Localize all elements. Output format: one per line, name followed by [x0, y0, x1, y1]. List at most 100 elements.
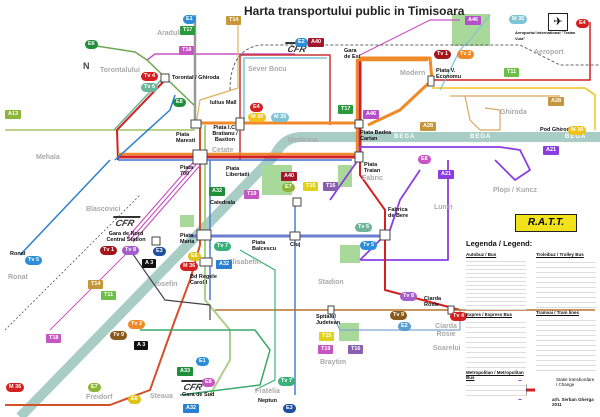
station-label[interactable]: Piata 700 [180, 165, 194, 177]
route-badge[interactable]: Tv 5 [360, 241, 378, 250]
route-badge[interactable]: E2 [398, 322, 411, 331]
interchange-bratianu[interactable] [235, 117, 245, 131]
route-badge[interactable]: Tv 4 [450, 312, 468, 321]
route-badge[interactable]: T16 [348, 345, 364, 354]
route-badge[interactable]: E6 [85, 40, 98, 49]
station-label[interactable]: Pod Ghiroda [540, 127, 573, 133]
route-badge[interactable]: M 36 [6, 383, 25, 392]
station-label[interactable]: Spitalul Judetean [316, 314, 341, 326]
route-badge[interactable]: A32 [183, 404, 200, 413]
route-badge[interactable]: E8 [418, 155, 431, 164]
route-badge[interactable]: M 36 [180, 262, 199, 271]
station-label[interactable]: Gara de Est [344, 48, 361, 60]
station-label[interactable]: Piata I.C. Bratianu / Bastion [212, 125, 238, 143]
route-badge[interactable]: Tv 2 [128, 320, 146, 329]
route-badge[interactable]: E4 [576, 19, 589, 28]
route-badge[interactable]: A46 [363, 110, 380, 119]
interchange-traian[interactable] [354, 151, 364, 163]
interchange-maresti[interactable] [190, 119, 202, 129]
route-badge[interactable]: T17 [338, 105, 354, 114]
interchange-maria[interactable] [196, 229, 212, 241]
station-label[interactable]: Fabrica de Bere [388, 207, 409, 219]
route-badge[interactable]: A32 [216, 260, 233, 269]
route-badge[interactable]: A40 [281, 172, 298, 181]
route-badge[interactable]: T15 [319, 332, 335, 341]
route-badge[interactable]: Tv 8 [400, 292, 418, 301]
route-badge[interactable]: Tv 7 [278, 377, 296, 386]
station-label[interactable]: Piata Libertatii [226, 166, 250, 178]
route-badge[interactable]: Tv 6 [141, 83, 159, 92]
route-badge[interactable]: E4 [250, 103, 263, 112]
route-badge[interactable]: Tv 9 [110, 331, 128, 340]
route-badge[interactable]: E3 [283, 404, 296, 413]
route-badge[interactable]: Tv 8 [122, 246, 140, 255]
interchange-700[interactable] [192, 149, 208, 165]
route-badge[interactable]: T18 [46, 334, 62, 343]
station-label[interactable]: Cluj [290, 242, 301, 248]
interchange-badea[interactable] [354, 119, 364, 129]
route-badge[interactable]: A21 [438, 170, 455, 179]
route-badge[interactable]: T14 [226, 16, 242, 25]
route-badge[interactable]: Tv 5 [25, 256, 43, 265]
route-badge[interactable]: E6 [128, 395, 141, 404]
route-badge[interactable]: T19 [244, 190, 260, 199]
route-badge[interactable]: E1 [183, 15, 196, 24]
station-label[interactable]: Gara de Nord Central Station [106, 231, 146, 243]
station-label[interactable]: Piata V. Economu [436, 68, 462, 80]
route-badge[interactable]: A33 [177, 367, 194, 376]
route-badge[interactable]: E2 [295, 38, 308, 47]
route-badge[interactable]: E1 [196, 357, 209, 366]
station-label[interactable]: Piata Maria [180, 233, 195, 245]
route-badge[interactable]: Tv 2 [457, 50, 475, 59]
route-badge[interactable]: Tv 6 [355, 223, 373, 232]
route-badge[interactable]: A21 [543, 146, 560, 155]
route-badge[interactable]: T18 [179, 46, 195, 55]
station-label[interactable]: Bd Regele Carol I [190, 274, 217, 286]
route-badge[interactable]: M 35 [509, 15, 528, 24]
route-badge[interactable]: T14 [88, 280, 104, 289]
interchange-spital[interactable] [327, 305, 335, 315]
route-badge[interactable]: A46 [465, 16, 482, 25]
route-badge[interactable]: M 30 [568, 126, 587, 135]
route-badge[interactable]: A28 [420, 122, 437, 131]
route-badge[interactable]: A28 [548, 97, 565, 106]
route-badge[interactable]: A 3 [142, 259, 157, 268]
station-label[interactable]: Piata Balcescu [252, 240, 277, 252]
interchange-carol[interactable] [199, 257, 213, 267]
route-badge[interactable]: E7 [282, 183, 295, 192]
route-badge[interactable]: A32 [209, 187, 226, 196]
route-badge[interactable]: E6 [188, 252, 201, 261]
station-label[interactable]: Gara de Sud [182, 392, 215, 398]
route-badge[interactable]: Tv 9 [390, 311, 408, 320]
interchange-gara-nord[interactable] [151, 236, 161, 246]
route-badge[interactable]: M 30 [248, 113, 267, 122]
route-badge[interactable]: Tv 1 [434, 50, 452, 59]
route-badge[interactable]: T16 [323, 182, 339, 191]
station-label[interactable]: Torontal / Ghiroda [172, 75, 220, 81]
route-badge[interactable]: Tv 4 [141, 72, 159, 81]
route-badge[interactable]: M 35 [271, 113, 290, 122]
route-badge[interactable]: E8 [202, 378, 215, 387]
interchange-cluj[interactable] [289, 231, 301, 241]
station-label[interactable]: Catedrala [210, 200, 236, 206]
station-label[interactable]: Piata Badea Cartan [360, 130, 392, 142]
interchange-torontal[interactable] [160, 73, 170, 83]
route-badge[interactable]: E7 [88, 383, 101, 392]
interchange-economu[interactable] [427, 75, 435, 87]
route-badge[interactable]: T17 [180, 26, 196, 35]
route-badge[interactable]: T11 [504, 68, 520, 77]
route-badge[interactable]: T19 [318, 345, 334, 354]
station-label[interactable]: Ciarda Rosie [424, 296, 442, 308]
route-badge[interactable]: T11 [101, 291, 117, 300]
route-badge[interactable]: E3 [153, 247, 166, 256]
station-label[interactable]: Ronat [10, 251, 26, 257]
route-badge[interactable]: A 3 [134, 341, 149, 350]
station-label[interactable]: Iulius Mall [210, 100, 237, 106]
route-badge[interactable]: T15 [303, 182, 319, 191]
route-badge[interactable]: Tv 7 [214, 242, 232, 251]
interchange-balcescu[interactable] [379, 229, 391, 241]
route-badge[interactable]: E8 [173, 98, 186, 107]
route-badge[interactable]: Tv 1 [100, 246, 118, 255]
interchange-catedrala[interactable] [292, 197, 302, 207]
route-badge[interactable]: A13 [5, 110, 22, 119]
